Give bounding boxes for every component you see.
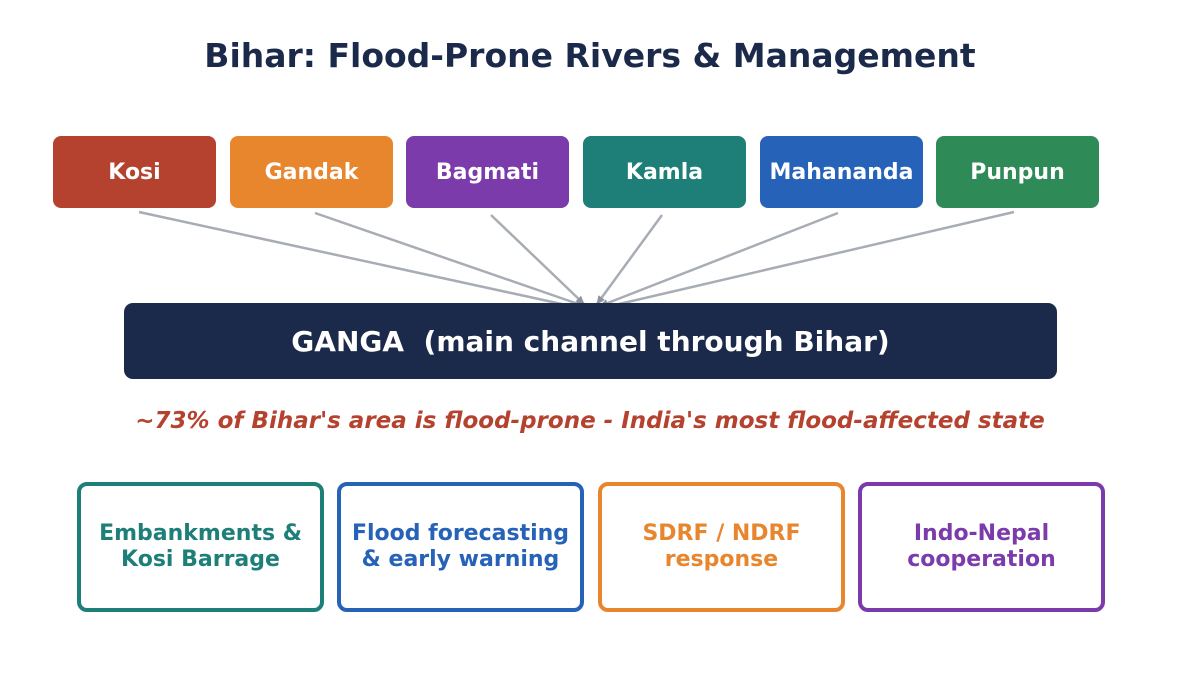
measure-line: Indo-Nepal bbox=[913, 520, 1050, 546]
river-kosi: Kosi bbox=[53, 136, 216, 208]
measure-forecasting: Flood forecasting& early warning bbox=[337, 482, 584, 612]
arrow-gandak bbox=[314, 211, 585, 308]
river-kamla: Kamla bbox=[583, 136, 746, 208]
river-mahananda: Mahananda bbox=[760, 136, 923, 208]
measure-line: response bbox=[664, 547, 779, 572]
arrow-mahananda bbox=[599, 211, 839, 308]
arrow-bagmati bbox=[490, 214, 585, 305]
diagram-title: Bihar: Flood-Prone Rivers & Management bbox=[204, 36, 976, 75]
river-punpun: Punpun bbox=[936, 136, 1099, 208]
measure-line: SDRF / NDRF bbox=[642, 520, 801, 546]
flood-statistic: ~73% of Bihar's area is flood-prone - In… bbox=[135, 408, 1045, 434]
river-bagmati: Bagmati bbox=[406, 136, 569, 208]
measure-line: Kosi Barrage bbox=[121, 547, 280, 572]
river-gandak: Gandak bbox=[230, 136, 393, 208]
arrow-kamla bbox=[595, 214, 664, 305]
measure-line: Embankments & bbox=[99, 520, 302, 546]
arrow-kosi bbox=[138, 210, 581, 311]
main-river-ganga: GANGA (main channel through Bihar) bbox=[124, 303, 1057, 379]
arrow-punpun bbox=[601, 210, 1015, 311]
measure-line: & early warning bbox=[361, 547, 560, 572]
measure-line: Flood forecasting bbox=[351, 520, 570, 546]
measure-line: cooperation bbox=[907, 547, 1056, 572]
measure-embankments: Embankments &Kosi Barrage bbox=[77, 482, 324, 612]
